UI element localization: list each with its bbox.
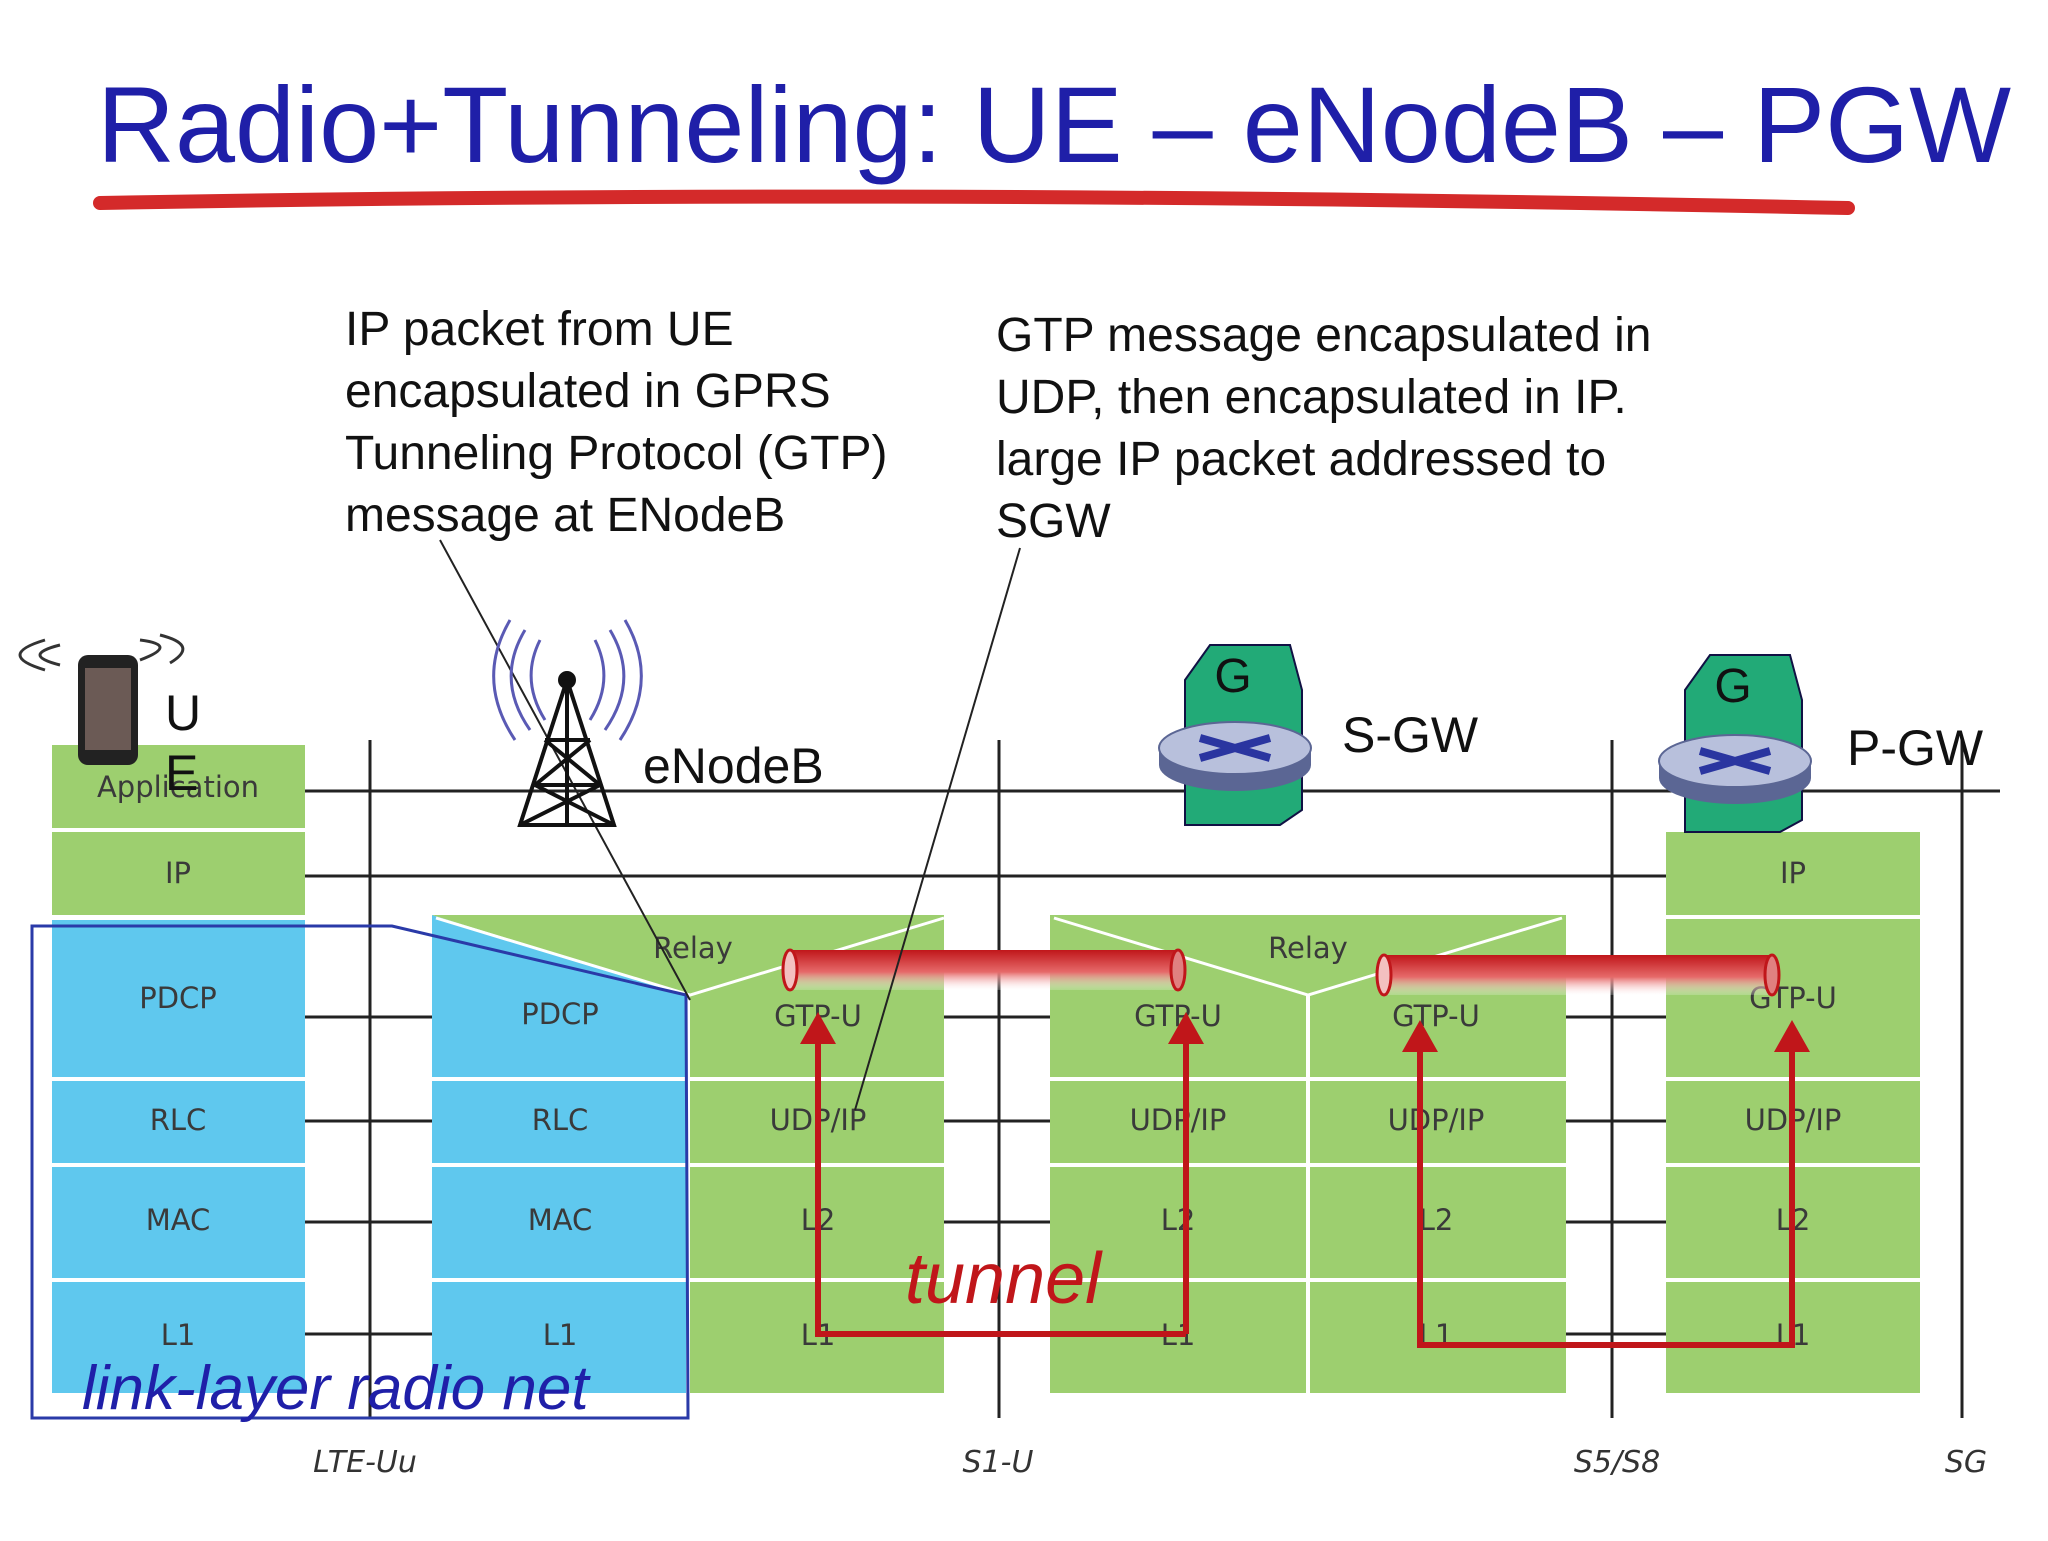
tunnel-arrowheads bbox=[800, 1012, 1810, 1052]
ue-label-line1: U bbox=[165, 685, 201, 741]
tunnel-tube-2 bbox=[1375, 953, 1781, 997]
ue-layer-rlc bbox=[52, 1081, 305, 1163]
ue-layer-l1 bbox=[52, 1282, 305, 1393]
tower-strut bbox=[543, 738, 602, 787]
sgw-gateway-badge: G bbox=[1214, 650, 1251, 703]
tunnel-arrow-path-1b bbox=[815, 1040, 1186, 1337]
sgw-left-layer-label: UDP/IP bbox=[1130, 1103, 1227, 1137]
arrow-up-icon bbox=[1402, 1020, 1438, 1052]
radio-waves-icon bbox=[492, 619, 643, 741]
ue-layer-pdcp bbox=[52, 920, 305, 1077]
interface-label: S5/S8 bbox=[1574, 1445, 1660, 1480]
pgw-label: P-GW bbox=[1847, 720, 1984, 776]
sgw-right-layer-label: GTP-U bbox=[1392, 999, 1480, 1033]
link-layer-label: link-layer radio net bbox=[82, 1354, 591, 1423]
enodeb-radio-pdcp-block bbox=[432, 915, 686, 1077]
ue-layer-label: RLC bbox=[150, 1103, 207, 1137]
sgw-label: S-GW bbox=[1342, 707, 1479, 763]
enodeb-radio-layer-label: PDCP bbox=[521, 997, 599, 1031]
enodeb-radio-rlc-block bbox=[432, 1081, 686, 1163]
title-underline bbox=[93, 189, 1855, 215]
sgw-relay-label: Relay bbox=[1268, 931, 1348, 965]
cell-tower-icon bbox=[492, 619, 643, 827]
tunnel-tube-end bbox=[1763, 953, 1781, 997]
annotation-left: IP packet from UE encapsulated in GPRS T… bbox=[345, 303, 887, 542]
ue-layer-label: PDCP bbox=[139, 981, 217, 1015]
arrow-up-icon bbox=[1168, 1012, 1204, 1044]
tower-strut bbox=[533, 738, 592, 787]
enodeb-radio-mac-block bbox=[432, 1167, 686, 1278]
signal-waves-icon bbox=[18, 633, 185, 672]
interface-lines bbox=[368, 740, 1964, 1418]
enodeb-radio-l1-block bbox=[432, 1282, 686, 1393]
enodeb-radio-stack: PDCP RLC MAC L1 bbox=[432, 915, 686, 1393]
interface-label: SG bbox=[1945, 1445, 1987, 1480]
ue-layer-label: MAC bbox=[146, 1203, 211, 1237]
sgw-router-icon: G bbox=[1158, 644, 1312, 826]
router-cross-icon bbox=[1198, 734, 1272, 762]
ue-stack: Application IP PDCP RLC MAC L1 bbox=[52, 745, 305, 1393]
annotation-right: GTP message encapsulated in UDP, then en… bbox=[996, 309, 1652, 548]
sgw-right-layer-label: L2 bbox=[1419, 1203, 1454, 1237]
interface-label: S1-U bbox=[963, 1445, 1034, 1480]
sgw-left-layer-label: L2 bbox=[1161, 1203, 1196, 1237]
tunnel-tube-end bbox=[781, 948, 799, 992]
annotation-right-line: GTP message encapsulated in bbox=[996, 309, 1652, 362]
tunnel-tube-body bbox=[1384, 955, 1772, 995]
enodeb-radio-layer-label: MAC bbox=[528, 1203, 593, 1237]
tunnel-tube-1 bbox=[781, 948, 1187, 992]
sgw-right-layer-label: UDP/IP bbox=[1388, 1103, 1485, 1137]
enodeb-radio-layer-label: L1 bbox=[543, 1318, 578, 1352]
phone-icon bbox=[18, 633, 185, 765]
annotation-left-line: IP packet from UE bbox=[345, 303, 734, 356]
tunnel-arrows bbox=[815, 1040, 1795, 1348]
tunnel-tube-body bbox=[790, 950, 1178, 990]
enodeb-radio-layer-label: RLC bbox=[532, 1103, 589, 1137]
pgw-layer-ip bbox=[1666, 832, 1920, 915]
tunnel-arrow-path-2 bbox=[1417, 1045, 1795, 1348]
page-title: Radio+Tunneling: UE – eNodeB – PGW bbox=[97, 64, 2011, 185]
ue-layer-mac bbox=[52, 1167, 305, 1278]
enodeb-label: eNodeB bbox=[643, 738, 824, 794]
ue-layer-ip bbox=[52, 832, 305, 915]
annotation-right-line: SGW bbox=[996, 495, 1111, 548]
annotation-left-line: message at ENodeB bbox=[345, 489, 785, 542]
router-cross-icon bbox=[1698, 747, 1772, 775]
pgw-router-icon: G bbox=[1658, 654, 1812, 833]
tower-strut bbox=[519, 783, 601, 827]
ue-label-line2: E bbox=[165, 745, 198, 801]
annotation-right-line: large IP packet addressed to bbox=[996, 433, 1606, 486]
ue-layer-label: L1 bbox=[161, 1318, 196, 1352]
arrow-up-icon bbox=[800, 1012, 836, 1044]
ue-layer-label: IP bbox=[165, 856, 191, 890]
annotation-pointer-right bbox=[854, 547, 1021, 1111]
annotation-left-line: encapsulated in GPRS bbox=[345, 365, 831, 418]
enodeb-relay-divider bbox=[435, 916, 945, 997]
tunnel-label: tunnel bbox=[905, 1239, 1103, 1319]
arrow-up-icon bbox=[1774, 1020, 1810, 1052]
tunnel-tube-end bbox=[1375, 953, 1393, 997]
tunnel-tube-end bbox=[1169, 948, 1187, 992]
annotation-left-line: Tunneling Protocol (GTP) bbox=[345, 427, 887, 480]
interface-label: LTE-Uu bbox=[313, 1445, 417, 1480]
link-layer-outline bbox=[30, 924, 690, 1420]
annotation-right-line: UDP, then encapsulated in IP. bbox=[996, 371, 1627, 424]
pgw-gateway-badge: G bbox=[1714, 660, 1751, 713]
ue-layer-label: Application bbox=[97, 770, 259, 804]
phone-screen bbox=[85, 668, 131, 750]
pgw-layer-label: IP bbox=[1780, 856, 1806, 890]
tower-strut bbox=[534, 783, 615, 827]
enodeb-relay-label: Relay bbox=[653, 931, 733, 965]
